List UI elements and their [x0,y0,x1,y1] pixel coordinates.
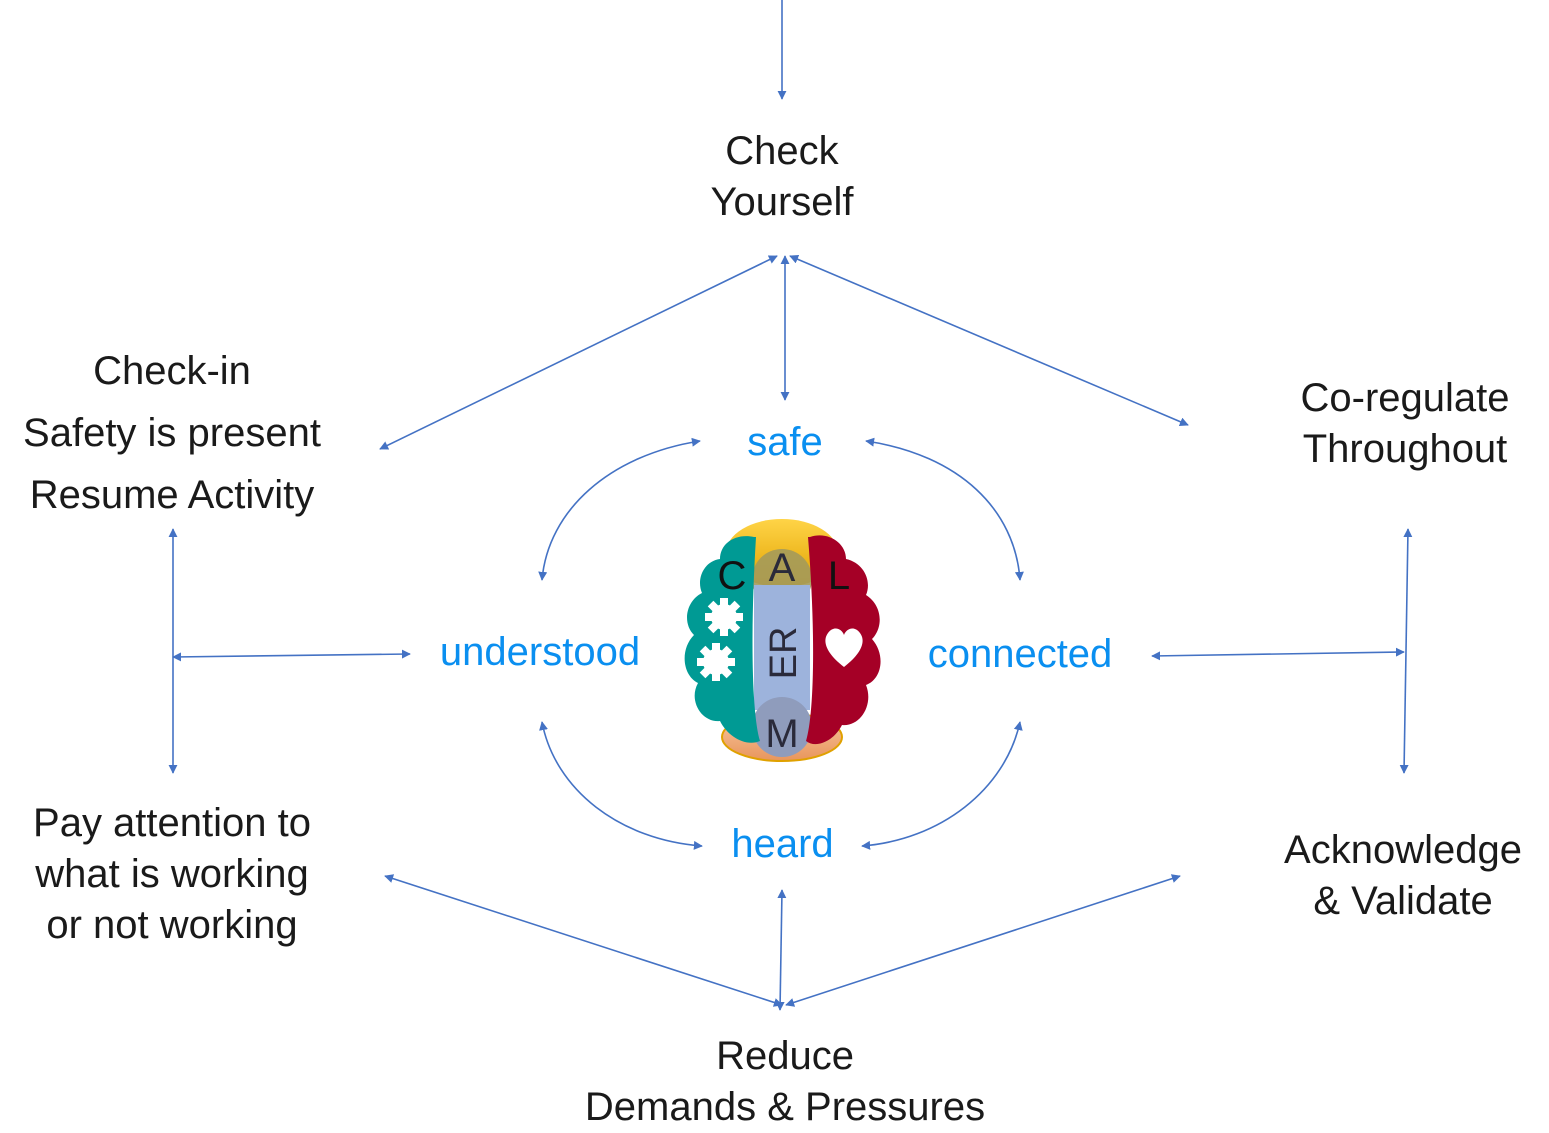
node-acknowledge: Acknowledge & Validate [1258,825,1548,927]
center-word-understood: understood [439,630,641,674]
arc-safe-understood [538,437,701,581]
gear-icon [697,643,735,681]
arrow-heard-reduce [775,889,787,1011]
arc-connected-heard [861,721,1023,850]
heart-icon [825,628,863,667]
arrow-acknowledge-reduce [785,874,1181,1007]
brain-left-hemisphere [684,536,760,743]
brain-letter-er: ER [763,627,805,680]
arrow-co-regulate-acknowledge [1399,528,1413,774]
calmer-brain-logo: C A L ER M [684,519,881,762]
arrow-check-yourself-co-regulate [789,255,1189,426]
node-reduce-line: Reduce [716,1034,854,1078]
gear-icon [705,598,743,636]
arrow-pay-attention-reduce [384,874,783,1007]
node-reduce-line: Demands & Pressures [584,1085,986,1129]
arc-safe-connected [865,437,1024,581]
node-pay-attention-line: or not working [46,903,298,947]
brain-letter-a: A [769,546,796,590]
node-pay-attention-line: Pay attention to [33,801,311,845]
node-co-regulate-line: Throughout [1302,427,1508,471]
node-co-regulate-line: Co-regulate [1300,376,1510,420]
node-check-yourself-line: Yourself [710,180,854,224]
node-check-in-line: Resume Activity [29,473,315,517]
node-acknowledge-line: & Validate [1313,879,1493,923]
node-pay-attention: Pay attention to what is working or not … [2,798,342,951]
arrow-left-understood [172,649,411,662]
node-check-in: Check-in Safety is present Resume Activi… [2,340,342,526]
node-check-in-line: Check-in [93,349,251,393]
node-check-in-line: Safety is present [23,411,321,455]
arc-understood-heard [539,721,703,850]
brain-letter-m: M [765,712,798,756]
center-word-safe: safe [747,420,823,464]
brain-letter-c: C [718,554,747,598]
node-check-yourself-line: Check [725,129,839,173]
arrow-connected-right [1151,647,1405,661]
brain-m-disc [752,697,812,757]
brain-letter-l: L [828,554,850,598]
node-acknowledge-line: Acknowledge [1284,828,1522,872]
node-reduce: Reduce Demands & Pressures [555,1031,1015,1133]
node-check-yourself: Check Yourself [662,126,902,228]
arrow-check-yourself-check-in [379,255,778,450]
node-pay-attention-line: what is working [35,852,309,896]
node-co-regulate: Co-regulate Throughout [1270,373,1540,475]
center-word-heard: heard [731,822,834,866]
brain-center-column [754,585,810,710]
center-word-connected: connected [927,632,1113,676]
